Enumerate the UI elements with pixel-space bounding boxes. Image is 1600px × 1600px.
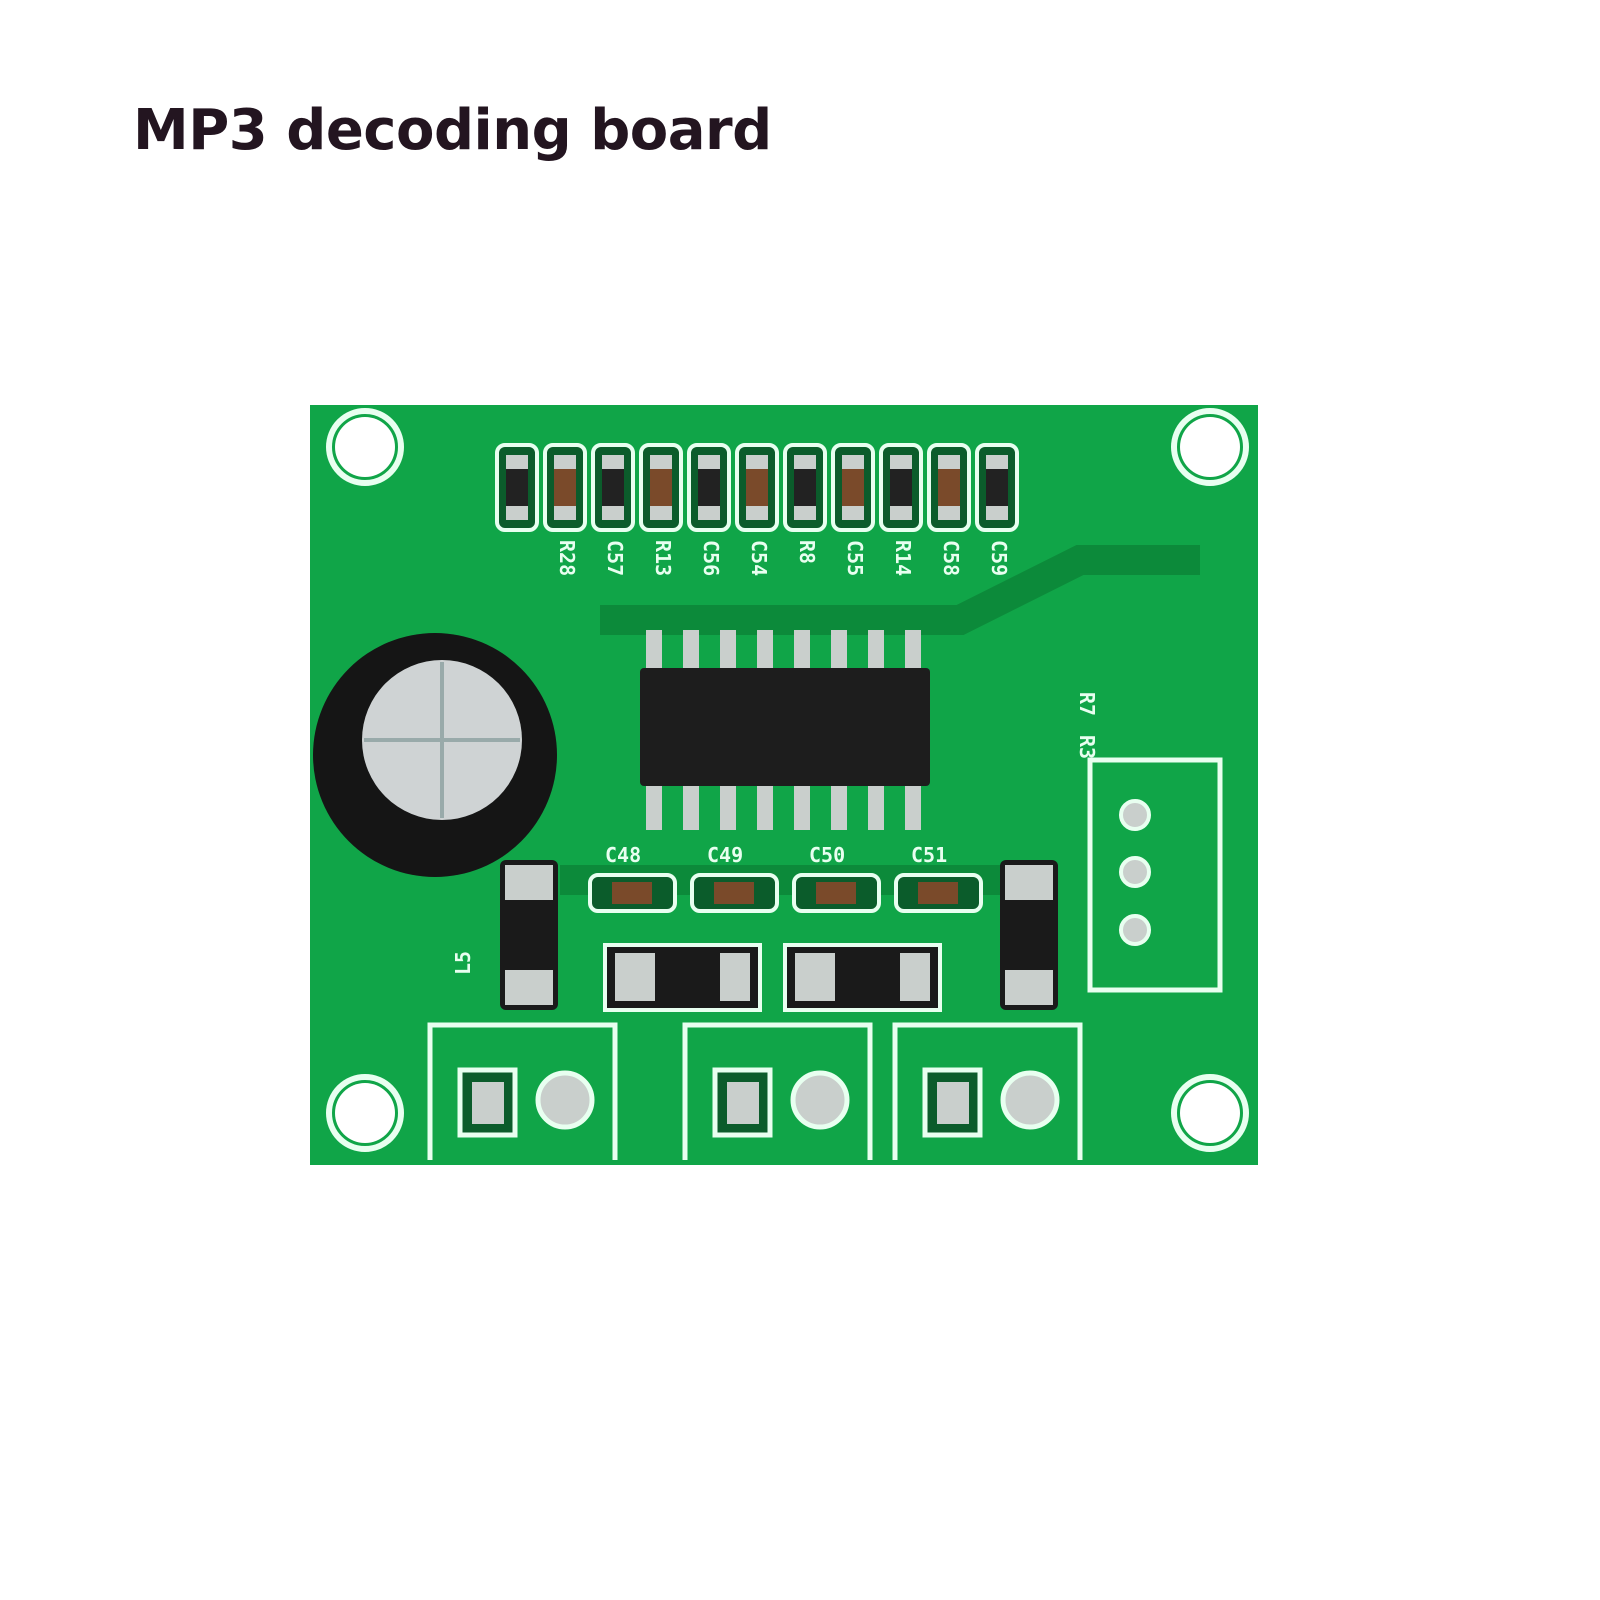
ic-pin [794, 780, 810, 830]
diode-pad [615, 953, 655, 1001]
ic-pin [905, 780, 921, 830]
smd-pad [986, 455, 1008, 469]
mounting-hole [335, 1083, 395, 1143]
smd-pad [650, 506, 672, 520]
ic-pin [757, 780, 773, 830]
terminal-round-pad [1000, 1070, 1060, 1130]
ic-pin [646, 630, 662, 675]
inductor-pad [505, 970, 553, 1005]
smd-pad [794, 455, 816, 469]
inductor-pad [1005, 970, 1053, 1005]
capacitor-body [918, 882, 958, 904]
smd-body [938, 455, 960, 520]
page-title: MP3 decoding board [133, 98, 772, 163]
smd-pad [602, 506, 624, 520]
capacitor-body [714, 882, 754, 904]
electrolytic-capacitor [313, 633, 557, 877]
smd-pad [746, 506, 768, 520]
silkscreen-label: C58 [939, 540, 963, 576]
capacitor-body [612, 882, 652, 904]
smd-pad [842, 506, 864, 520]
terminal-outline [427, 1022, 618, 1160]
smd-body [506, 455, 528, 520]
inductor-pad [1005, 865, 1053, 900]
mounting-hole [1180, 417, 1240, 477]
diode-pad [720, 953, 750, 1001]
smd-pad [986, 506, 1008, 520]
smd-body [698, 455, 720, 520]
smd-pad [698, 506, 720, 520]
silkscreen-label: R8 [795, 540, 819, 564]
silkscreen-label: C56 [699, 540, 723, 576]
smd-pad [890, 455, 912, 469]
silkscreen-label: C49 [707, 843, 743, 867]
smd-body [842, 455, 864, 520]
silkscreen-label: C57 [603, 540, 627, 576]
smd-body [890, 455, 912, 520]
ic-pin [720, 780, 736, 830]
terminal-pad [472, 1082, 504, 1124]
mounting-hole [335, 417, 395, 477]
header-pad [1119, 914, 1151, 946]
ic-pin [720, 630, 736, 675]
terminal-pad [727, 1082, 759, 1124]
smd-pad [794, 506, 816, 520]
mounting-hole [1180, 1083, 1240, 1143]
smd-body [650, 455, 672, 520]
inductor-pad [505, 865, 553, 900]
silkscreen-label: C50 [809, 843, 845, 867]
silkscreen-label: R3 [1075, 735, 1099, 759]
smd-pad [554, 506, 576, 520]
smd-body [794, 455, 816, 520]
smd-pad [554, 455, 576, 469]
terminal-pad [937, 1082, 969, 1124]
silkscreen-label: C48 [605, 843, 641, 867]
smd-body [746, 455, 768, 520]
silkscreen-label: L5 [451, 951, 475, 975]
silkscreen-label: C54 [747, 540, 771, 576]
ic-pin [831, 780, 847, 830]
ic-pin [683, 630, 699, 675]
ic-pin [831, 630, 847, 675]
silkscreen-label: R7 [1075, 692, 1099, 716]
terminal-outline [892, 1022, 1083, 1160]
ic-pin [757, 630, 773, 675]
smd-pad [650, 455, 672, 469]
smd-body [986, 455, 1008, 520]
smd-pad [746, 455, 768, 469]
header-pad [1119, 799, 1151, 831]
silkscreen-label: R14 [891, 540, 915, 576]
ic-pin [683, 780, 699, 830]
diode-pad [795, 953, 835, 1001]
ic-pin [905, 630, 921, 675]
terminal-round-pad [790, 1070, 850, 1130]
silkscreen-label: C59 [987, 540, 1011, 576]
smd-pad [938, 506, 960, 520]
ic-pin [794, 630, 810, 675]
smd-pad [938, 455, 960, 469]
ic-pin [868, 630, 884, 675]
silkscreen-label: C51 [911, 843, 947, 867]
diode-pad [900, 953, 930, 1001]
silkscreen-label: C55 [843, 540, 867, 576]
terminal-outline [682, 1022, 873, 1160]
capacitor-body [816, 882, 856, 904]
terminal-round-pad [535, 1070, 595, 1130]
decoder-ic-chip [640, 630, 930, 830]
silkscreen-label: R28 [555, 540, 579, 576]
smd-pad [506, 506, 528, 520]
smd-body [602, 455, 624, 520]
smd-body [554, 455, 576, 520]
ic-pin [646, 780, 662, 830]
smd-pad [698, 455, 720, 469]
header-pad [1119, 856, 1151, 888]
smd-pad [890, 506, 912, 520]
ic-pin [868, 780, 884, 830]
smd-pad [842, 455, 864, 469]
silkscreen-label: R13 [651, 540, 675, 576]
smd-pad [506, 455, 528, 469]
smd-pad [602, 455, 624, 469]
